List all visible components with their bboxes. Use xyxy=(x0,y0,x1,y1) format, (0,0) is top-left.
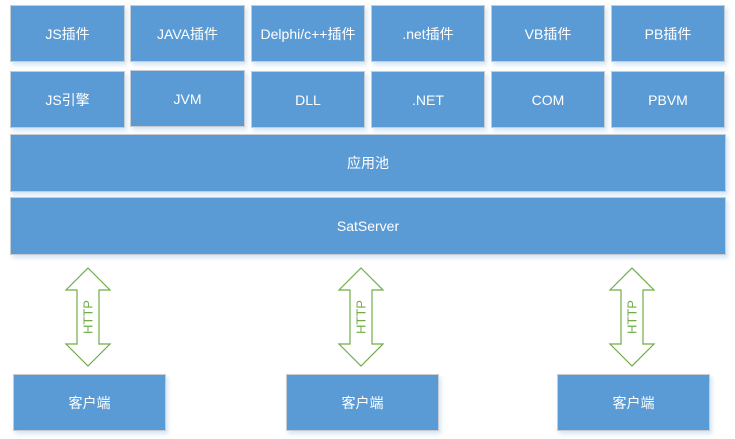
http-label: HTTP xyxy=(81,300,96,334)
engine-dotnet: .NET xyxy=(371,71,485,128)
app-pool: 应用池 xyxy=(10,134,726,192)
client-2: 客户端 xyxy=(286,374,439,431)
http-arrow-icon: HTTP xyxy=(608,267,656,367)
http-label: HTTP xyxy=(625,300,640,334)
plugin-delphi: Delphi/c++插件 xyxy=(251,5,365,62)
plugin-net: .net插件 xyxy=(371,5,485,62)
plugin-pb: PB插件 xyxy=(611,5,725,62)
engine-jvm: JVM xyxy=(130,70,245,127)
client-1: 客户端 xyxy=(13,374,166,431)
plugin-java: JAVA插件 xyxy=(130,5,245,62)
sat-server: SatServer xyxy=(10,197,726,255)
engine-js: JS引擎 xyxy=(10,71,125,128)
client-3: 客户端 xyxy=(557,374,710,431)
engine-dll: DLL xyxy=(251,71,365,128)
engine-pbvm: PBVM xyxy=(611,71,725,128)
http-label: HTTP xyxy=(354,300,369,334)
plugin-js: JS插件 xyxy=(10,5,125,62)
engine-com: COM xyxy=(491,71,605,128)
http-arrow-icon: HTTP xyxy=(64,267,112,367)
http-arrow-icon: HTTP xyxy=(337,267,385,367)
plugin-vb: VB插件 xyxy=(491,5,605,62)
